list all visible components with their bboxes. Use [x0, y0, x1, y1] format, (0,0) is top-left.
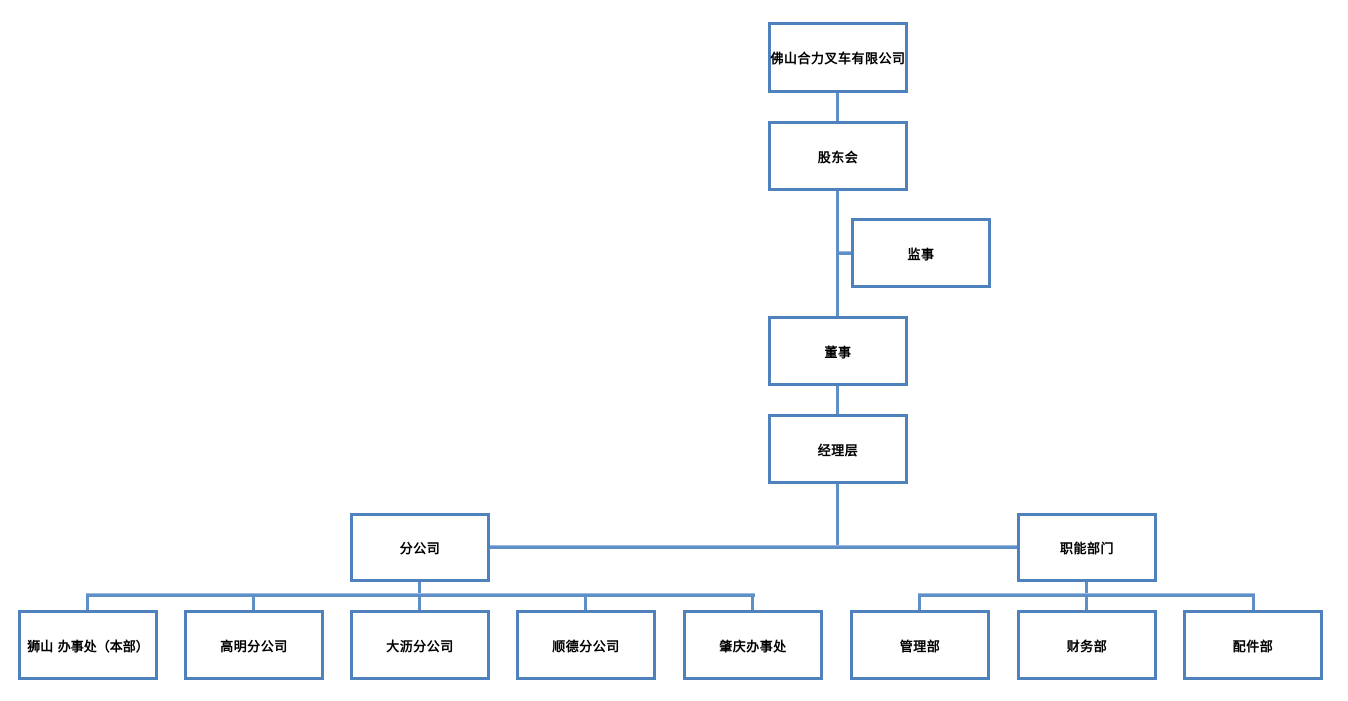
connector-rail-branches-functional — [490, 545, 1017, 549]
connector-stub-gaoming — [252, 596, 255, 610]
connector-company-shareholders — [836, 93, 839, 121]
org-node-shunde: 顺德分公司 — [516, 610, 656, 680]
connector-trunk-supervisor — [839, 251, 851, 255]
org-node-admin: 管理部 — [850, 610, 990, 680]
connector-stub-admin — [918, 596, 921, 610]
connector-shareholders-director — [836, 191, 839, 316]
org-node-shareholders: 股东会 — [768, 121, 908, 191]
connector-right-rail — [918, 593, 1255, 597]
org-node-gaoming: 高明分公司 — [184, 610, 324, 680]
org-node-management: 经理层 — [768, 414, 908, 484]
org-node-zhaoqing: 肇庆办事处 — [683, 610, 823, 680]
org-node-parts: 配件部 — [1183, 610, 1323, 680]
org-node-company: 佛山合力叉车有限公司 — [768, 22, 908, 93]
connector-management-rail — [836, 484, 839, 547]
org-node-supervisor: 监事 — [851, 218, 991, 288]
connector-branches-down — [418, 582, 421, 595]
connector-stub-shunde — [584, 596, 587, 610]
org-node-finance: 财务部 — [1017, 610, 1157, 680]
org-node-director: 董事 — [768, 316, 908, 386]
org-node-branches: 分公司 — [350, 513, 490, 582]
connector-stub-dali — [418, 596, 421, 610]
connector-left-rail — [86, 593, 755, 597]
connector-functional-down — [1085, 582, 1088, 595]
org-node-dali: 大沥分公司 — [350, 610, 490, 680]
connector-stub-parts — [1252, 596, 1255, 610]
connector-stub-shishan — [86, 596, 89, 610]
connector-stub-zhaoqing — [751, 596, 754, 610]
org-node-shishan: 狮山 办事处（本部） — [18, 610, 158, 680]
org-node-functional: 职能部门 — [1017, 513, 1157, 582]
connector-stub-finance — [1085, 596, 1088, 610]
connector-director-management — [836, 386, 839, 414]
